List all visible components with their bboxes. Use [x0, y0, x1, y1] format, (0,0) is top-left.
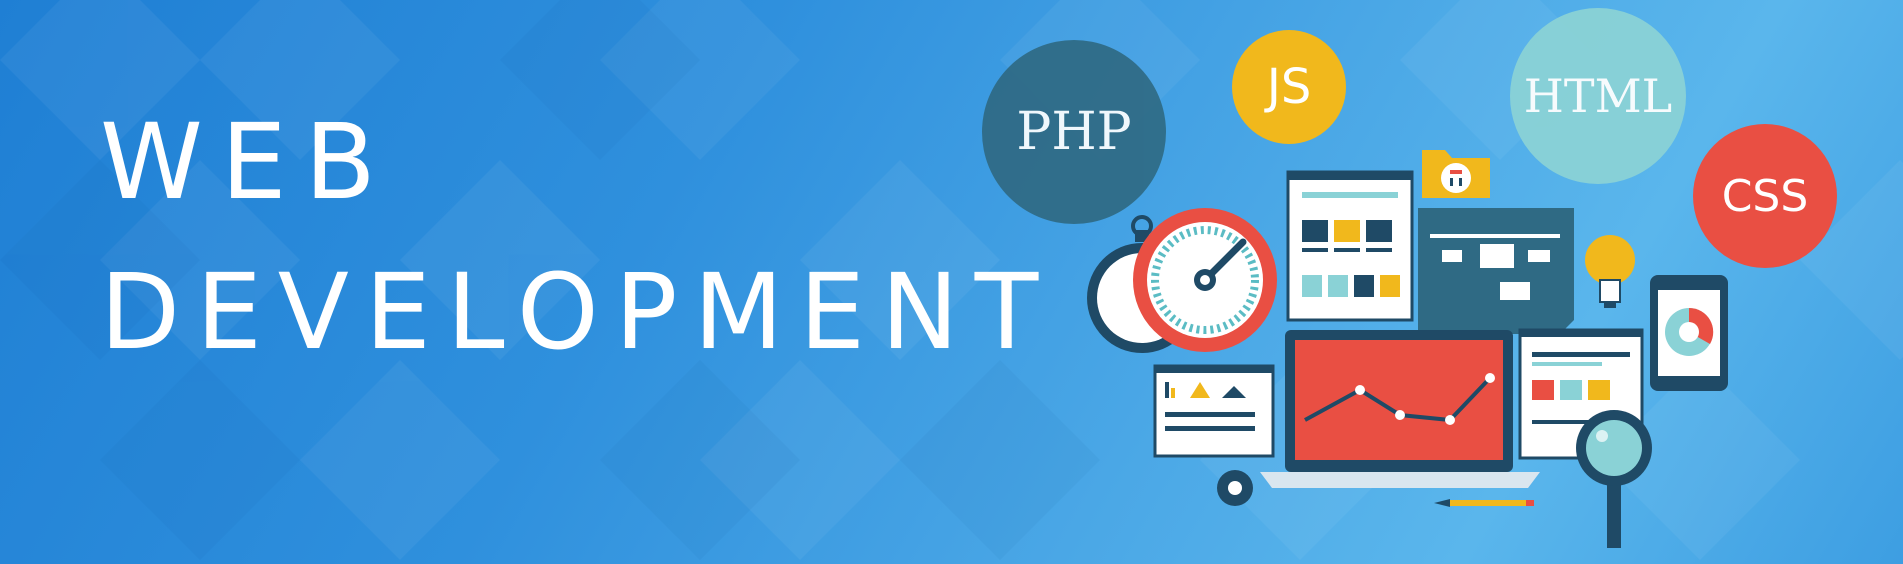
headline-line-1: WEB — [100, 101, 394, 223]
flowchart-panel — [1418, 208, 1574, 334]
web-dev-illustration — [1087, 150, 1728, 548]
laptop-line-chart-icon — [1260, 330, 1540, 488]
html-bubble: HTML — [1510, 8, 1686, 184]
html-label: HTML — [1523, 69, 1673, 123]
folder-network-icon — [1422, 150, 1490, 198]
css-label: CSS — [1721, 170, 1809, 222]
js-label: JS — [1266, 59, 1312, 115]
lightbulb-icon — [1585, 235, 1635, 308]
css-bubble: CSS — [1693, 124, 1837, 268]
magnifier-icon — [1576, 410, 1652, 548]
gear-icon — [1217, 470, 1253, 506]
tablet-pie-chart-icon — [1650, 275, 1728, 391]
php-bubble: PHP — [982, 40, 1166, 224]
banner-headline: WEB DEVELOPMENT — [100, 110, 1054, 364]
pencil-icon — [1434, 499, 1534, 507]
php-label: PHP — [1016, 102, 1132, 162]
webpage-mockup-left — [1153, 364, 1275, 458]
speedometer-icon — [1133, 208, 1277, 352]
headline-line-2: DEVELOPMENT — [100, 251, 1055, 373]
js-bubble: JS — [1232, 30, 1346, 144]
webpage-mockup-top — [1286, 170, 1414, 322]
